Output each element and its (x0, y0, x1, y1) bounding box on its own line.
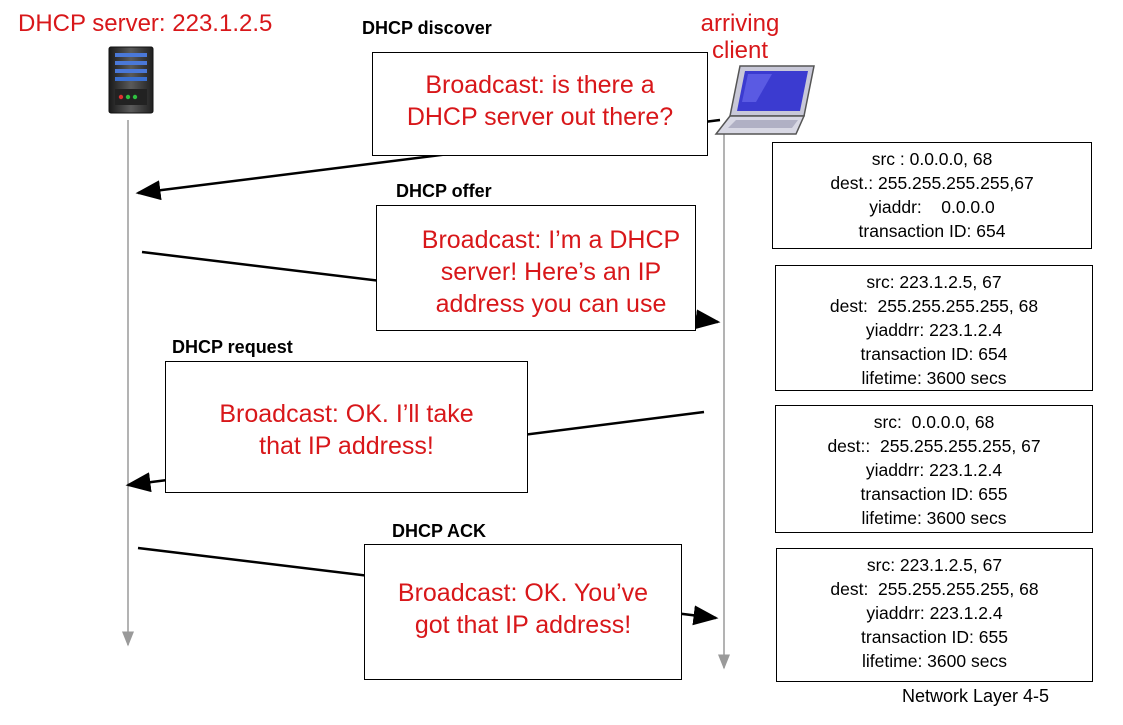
request-packet: src: 0.0.0.0, 68 dest:: 255.255.255.255,… (775, 405, 1093, 533)
client-title-line1: arriving (700, 10, 780, 37)
client-title-line2: client (711, 37, 769, 64)
offer-callout-line: server! Here’s an IP (440, 258, 662, 286)
packet-line: src: 223.1.2.5, 67 (866, 272, 1002, 292)
ack-callout-line: got that IP address! (414, 611, 632, 639)
packet-line: yiaddr: 0.0.0.0 (869, 197, 995, 217)
server-title: DHCP server: 223.1.2.5 (18, 10, 273, 37)
client-title: arriving client (690, 10, 790, 64)
packet-line: lifetime: 3600 secs (861, 368, 1007, 388)
discover-label: DHCP discover (362, 18, 492, 38)
packet-line: transaction ID: 655 (861, 627, 1008, 647)
offer-callout-line: address you can use (435, 290, 667, 318)
offer-packet: src: 223.1.2.5, 67 dest: 255.255.255.255… (775, 265, 1093, 391)
ack-callout-line: Broadcast: OK. You’ve (397, 579, 649, 607)
packet-line: lifetime: 3600 secs (861, 508, 1007, 528)
packet-line: yiaddrr: 223.1.2.4 (866, 603, 1003, 623)
offer-label: DHCP offer (396, 181, 492, 201)
request-label: DHCP request (172, 337, 293, 357)
discover-callout-line: Broadcast: is there a (425, 71, 655, 99)
discover-packet: src : 0.0.0.0, 68 dest.: 255.255.255.255… (772, 142, 1092, 249)
laptop-icon (712, 62, 822, 143)
request-callout-line: that IP address! (259, 432, 434, 460)
ack-callout: Broadcast: OK. You’ve got that IP addres… (364, 544, 682, 680)
discover-callout-line: DHCP server out there? (406, 103, 674, 131)
packet-line: yiaddrr: 223.1.2.4 (865, 320, 1003, 340)
server-icon (106, 45, 156, 120)
packet-line: src: 0.0.0.0, 68 (873, 412, 995, 432)
request-callout-line: Broadcast: OK. I’ll take (219, 400, 474, 428)
packet-line: src : 0.0.0.0, 68 (871, 149, 993, 169)
packet-line: dest.: 255.255.255.255,67 (830, 173, 1034, 193)
packet-line: transaction ID: 654 (858, 221, 1006, 241)
ack-label: DHCP ACK (392, 521, 487, 541)
offer-callout: Broadcast: I’m a DHCP server! Here’s an … (376, 205, 696, 331)
offer-callout-line: Broadcast: I’m a DHCP (421, 226, 681, 254)
packet-line: transaction ID: 654 (860, 344, 1008, 364)
packet-line: dest: 255.255.255.255, 68 (830, 579, 1039, 599)
packet-line: yiaddrr: 223.1.2.4 (865, 460, 1003, 480)
packet-line: dest: 255.255.255.255, 68 (829, 296, 1039, 316)
packet-line: src: 223.1.2.5, 67 (866, 555, 1003, 575)
packet-line: transaction ID: 655 (860, 484, 1008, 504)
slide-footer: Network Layer 4-5 (902, 686, 1050, 706)
discover-callout: Broadcast: is there a DHCP server out th… (372, 52, 708, 156)
ack-packet: src: 223.1.2.5, 67 dest: 255.255.255.255… (776, 548, 1093, 682)
packet-line: lifetime: 3600 secs (862, 651, 1007, 671)
request-callout: Broadcast: OK. I’ll take that IP address… (165, 361, 528, 493)
packet-line: dest:: 255.255.255.255, 67 (827, 436, 1041, 456)
